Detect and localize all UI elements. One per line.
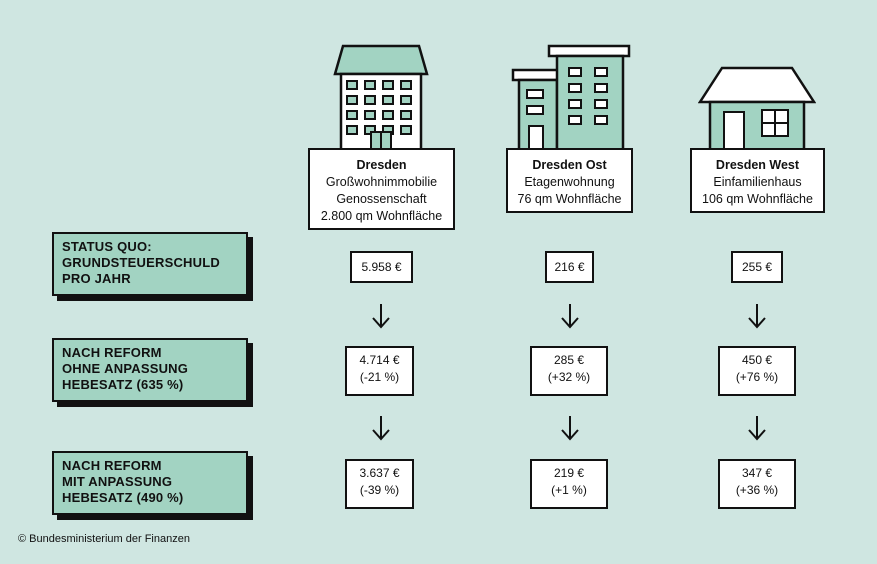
value-box: 4.714 € (-21 %)	[345, 346, 414, 396]
arrow-down-icon	[372, 304, 390, 329]
building-caption-dresden: Dresden Großwohnimmobilie Genossenschaft…	[308, 148, 455, 230]
house-icon	[698, 66, 816, 150]
value-box: 450 € (+76 %)	[718, 346, 796, 396]
value-amount: 219 €	[553, 466, 585, 480]
value-change: (+32 %)	[547, 370, 591, 384]
arrow-down-icon	[561, 416, 579, 441]
value-box: 3.637 € (-39 %)	[345, 459, 414, 509]
building-title: Dresden West	[715, 158, 800, 172]
value-box: 255 €	[731, 251, 783, 283]
value-amount: 5.958 €	[361, 260, 402, 274]
arrow-down-icon	[561, 304, 579, 329]
value-amount: 450 €	[741, 353, 773, 367]
row-label-word: ANPASSUNG	[104, 361, 189, 376]
value-amount: 255 €	[741, 260, 773, 274]
building-line: 106 qm Wohnfläche	[702, 192, 813, 206]
row-label-line: MIT ANPASSUNG	[62, 474, 173, 489]
row-label-line: GRUNDSTEUERSCHULD	[62, 255, 220, 270]
row-label-status-quo: STATUS QUO: GRUNDSTEUERSCHULD PRO JAHR	[52, 232, 248, 296]
value-change: (+76 %)	[735, 370, 779, 384]
building-title: Dresden Ost	[532, 158, 607, 172]
building-line: Etagenwohnung	[524, 175, 615, 189]
row-label-line: STATUS QUO:	[62, 239, 152, 254]
value-amount: 4.714 €	[359, 353, 400, 367]
row-label-mit-anpassung: NACH REFORM MIT ANPASSUNG HEBESATZ (490 …	[52, 451, 248, 515]
arrow-down-icon	[748, 304, 766, 329]
value-box: 285 € (+32 %)	[530, 346, 608, 396]
building-line: Genossenschaft	[336, 192, 427, 206]
building-title: Dresden	[356, 158, 407, 172]
value-box: 5.958 €	[350, 251, 413, 283]
value-amount: 347 €	[741, 466, 773, 480]
row-label-line: OHNE ANPASSUNG	[62, 361, 238, 377]
value-change: (-21 %)	[359, 370, 400, 384]
value-box: 219 € (+1 %)	[530, 459, 608, 509]
row-label-line: HEBESATZ (635 %)	[62, 377, 184, 392]
value-change: (+1 %)	[551, 483, 587, 497]
apartment-block-icon	[333, 44, 429, 150]
copyright-footer: © Bundesministerium der Finanzen	[18, 533, 190, 545]
value-change: (+36 %)	[735, 483, 779, 497]
building-caption-dresden-ost: Dresden Ost Etagenwohnung 76 qm Wohnfläc…	[506, 148, 633, 213]
multi-storey-building-icon	[511, 44, 631, 150]
row-label-emphasis: OHNE	[62, 361, 101, 376]
row-label-line: HEBESATZ (490 %)	[62, 490, 184, 505]
value-amount: 216 €	[554, 260, 585, 274]
row-label-line: NACH REFORM	[62, 345, 162, 360]
row-label-line: PRO JAHR	[62, 271, 131, 286]
value-change: (-39 %)	[359, 483, 400, 497]
value-box: 216 €	[545, 251, 594, 283]
building-line: Großwohnimmobilie	[325, 175, 438, 189]
building-caption-dresden-west: Dresden West Einfamilienhaus 106 qm Wohn…	[690, 148, 825, 213]
arrow-down-icon	[372, 416, 390, 441]
building-line: 2.800 qm Wohnfläche	[320, 209, 443, 223]
value-amount: 3.637 €	[359, 466, 400, 480]
building-line: Einfamilienhaus	[713, 175, 802, 189]
row-label-ohne-anpassung: NACH REFORM OHNE ANPASSUNG HEBESATZ (635…	[52, 338, 248, 402]
value-box: 347 € (+36 %)	[718, 459, 796, 509]
value-amount: 285 €	[553, 353, 585, 367]
arrow-down-icon	[748, 416, 766, 441]
row-label-line: NACH REFORM	[62, 458, 162, 473]
building-line: 76 qm Wohnfläche	[517, 192, 622, 206]
